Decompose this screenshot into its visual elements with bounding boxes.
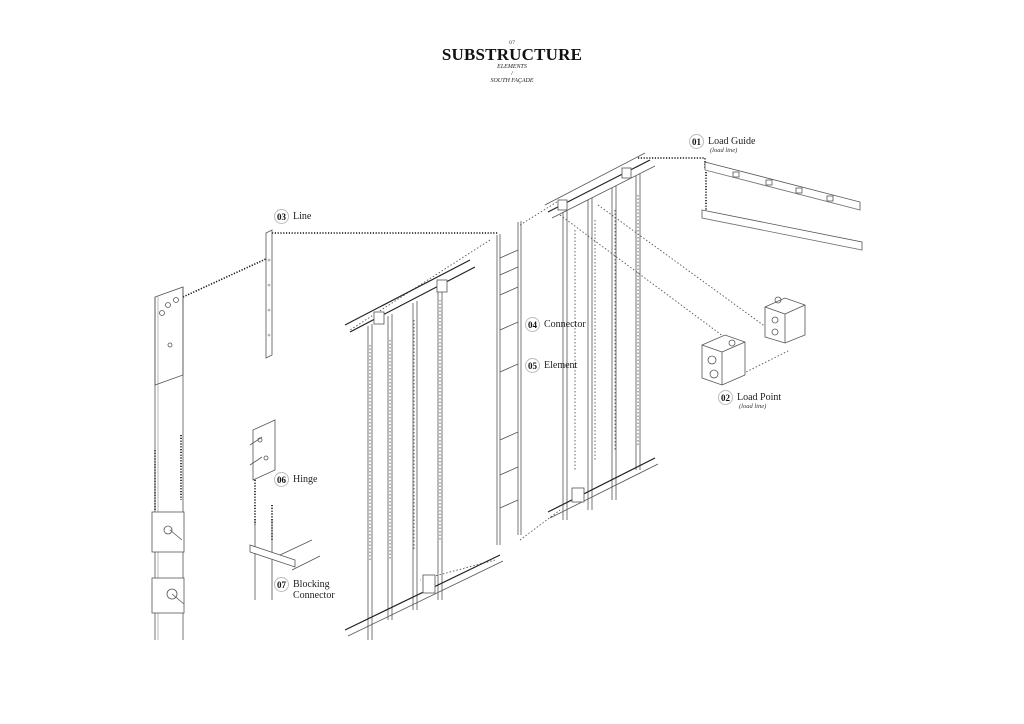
- label-number-07: 07: [274, 577, 289, 592]
- leader-lines: [154, 157, 791, 581]
- label-number-02: 02: [718, 390, 733, 405]
- label-load-point: 02 Load Point (load line): [718, 390, 781, 410]
- line-plate-assembly: [151, 286, 185, 640]
- label-number-04: 04: [525, 317, 540, 332]
- label-load-point-note: (load line): [739, 403, 767, 410]
- label-load-point-text: Load Point: [737, 392, 782, 403]
- label-load-guide: 01 Load Guide (load line): [689, 134, 756, 154]
- label-number-06: 06: [274, 472, 289, 487]
- subtitle-elements: ELEMENTS: [497, 64, 527, 70]
- load-point-blocks: [701, 296, 806, 386]
- label-blocking-connector-text-line2: Connector: [293, 590, 335, 601]
- label-blocking-connector: 07 Blocking Connector: [274, 577, 335, 601]
- label-number-03: 03: [274, 209, 289, 224]
- blocking-connector: [249, 520, 321, 600]
- frame-right: [544, 152, 659, 520]
- label-number-05: 05: [525, 358, 540, 373]
- label-line: 03 Line: [274, 209, 311, 224]
- label-hinge: 06 Hinge: [274, 472, 317, 487]
- label-connector-text: Connector: [544, 319, 586, 330]
- element-ladder: [496, 221, 522, 545]
- frame-left: [344, 259, 504, 640]
- label-element: 05 Element: [525, 358, 577, 373]
- label-line-text: Line: [293, 211, 312, 222]
- sheet-number: 07: [508, 40, 516, 46]
- label-element-text: Element: [544, 360, 578, 371]
- label-blocking-connector-text: Blocking: [293, 579, 330, 590]
- line-strip: [249, 229, 276, 481]
- page-title: SUBSTRUCTURE: [441, 45, 583, 64]
- subtitle-facade: SOUTH FAÇADE: [490, 78, 534, 84]
- label-number-01: 01: [689, 134, 704, 149]
- subtitle-separator: /: [511, 71, 513, 77]
- label-load-guide-text: Load Guide: [708, 136, 756, 147]
- load-guide-rails: [701, 161, 863, 251]
- label-load-guide-note: (load line): [710, 147, 738, 154]
- label-connector: 04 Connector: [525, 317, 586, 332]
- title-block: 07 SUBSTRUCTURE ELEMENTS / SOUTH FAÇADE: [412, 40, 612, 85]
- label-hinge-text: Hinge: [293, 474, 318, 485]
